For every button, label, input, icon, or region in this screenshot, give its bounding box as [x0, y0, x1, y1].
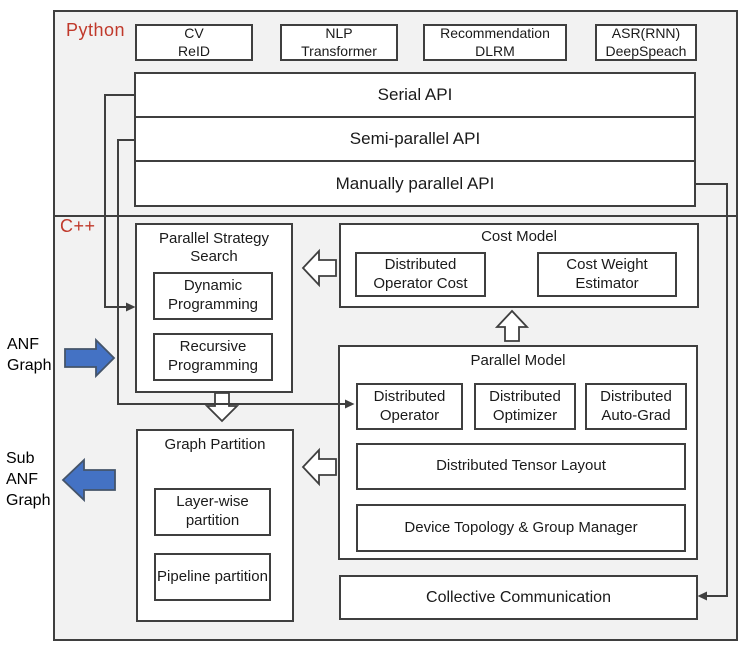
- app-rec-line2: DLRM: [475, 42, 515, 59]
- cpp-section-label: C++: [60, 216, 96, 236]
- box-distributed-operator: Distributed Operator: [356, 383, 463, 430]
- box-cost-weight-estimator: Cost Weight Estimator: [537, 252, 677, 297]
- sub-anf-graph-label-line2: ANF: [6, 471, 38, 488]
- api-bar-serial: Serial API: [134, 72, 696, 118]
- box-distributed-operator-cost: Distributed Operator Cost: [355, 252, 486, 297]
- anf-graph-label-line1: ANF: [7, 336, 39, 353]
- box-distributed-tensor-layout: Distributed Tensor Layout: [356, 443, 686, 490]
- box-dynamic-programming: Dynamic Programming: [153, 272, 273, 320]
- app-nlp-line1: NLP: [325, 25, 353, 41]
- app-cv-line2: ReID: [178, 42, 210, 59]
- app-rec-line1: Recommendation: [440, 25, 550, 41]
- graph-partition-title: Graph Partition: [164, 436, 266, 453]
- cost-model-title: Cost Model: [481, 228, 557, 245]
- app-nlp-line2: Transformer: [301, 42, 377, 59]
- api-bar-semi-parallel: Semi-parallel API: [134, 116, 696, 162]
- anf-graph-label: ANF Graph: [7, 334, 51, 376]
- box-distributed-optimizer: Distributed Optimizer: [474, 383, 576, 430]
- app-asr-line2: DeepSpeach: [605, 42, 687, 59]
- cpp-section: [55, 215, 736, 639]
- app-asr-line1: ASR(RNN): [611, 25, 681, 41]
- sub-anf-graph-label-line1: Sub: [6, 450, 35, 467]
- box-device-topology-group-manager: Device Topology & Group Manager: [356, 504, 686, 552]
- parallel-model-title: Parallel Model: [470, 352, 566, 369]
- python-section-label: Python: [66, 20, 126, 40]
- sub-anf-graph-label-line3: Graph: [6, 492, 51, 509]
- anf-graph-label-line2: Graph: [7, 357, 52, 374]
- box-recursive-programming: Recursive Programming: [153, 333, 273, 381]
- parallel-strategy-search-title: Parallel Strategy Search: [158, 230, 270, 265]
- box-pipeline-partition: Pipeline partition: [154, 553, 271, 601]
- sub-anf-graph-label: Sub ANF Graph: [6, 448, 50, 511]
- box-layer-wise-partition: Layer-wise partition: [154, 488, 271, 536]
- api-bar-manually-parallel: Manually parallel API: [134, 160, 696, 207]
- box-collective-communication: Collective Communication: [339, 575, 698, 620]
- app-cv-line1: CV: [184, 25, 204, 41]
- box-distributed-auto-grad: Distributed Auto-Grad: [585, 383, 687, 430]
- app-box-asr-deepspeach: ASR(RNN)DeepSpeach: [595, 24, 697, 61]
